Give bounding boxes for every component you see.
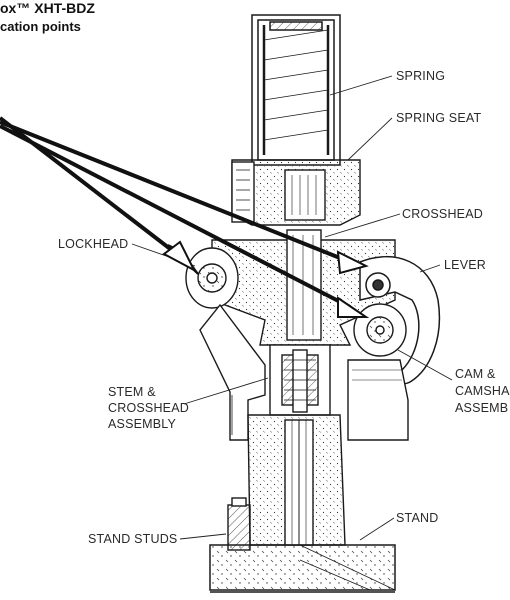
right-housing (347, 359, 409, 441)
label-cam-line1: CAM & (455, 367, 496, 381)
label-lever: LEVER (444, 258, 486, 272)
stem-crosshead-assembly (269, 344, 331, 416)
label-crosshead: CROSSHEAD (402, 207, 483, 221)
label-stand-studs: STAND STUDS (88, 532, 178, 546)
diagram-title: ox™ XHT-BDZ (0, 0, 95, 16)
arrow-to-lever (0, 120, 369, 275)
label-stem-line2: CROSSHEAD (108, 401, 189, 415)
lockhead (185, 247, 239, 309)
stand-studs (227, 497, 251, 551)
spring-seat (231, 159, 361, 226)
label-cam-line2: CAMSHA (455, 384, 510, 398)
label-stem-line3: ASSEMBLY (108, 417, 177, 431)
leader-lines (131, 75, 453, 541)
arrow-to-cam (0, 124, 370, 318)
label-stand: STAND (396, 511, 439, 525)
label-lockhead: LOCKHEAD (58, 237, 129, 251)
diagram-subtitle: cation points (0, 19, 81, 34)
stand-column (247, 414, 346, 546)
lever (359, 255, 441, 385)
label-spring: SPRING (396, 69, 446, 83)
label-cam-line3: ASSEMB (455, 401, 509, 415)
cam-camshaft (353, 303, 407, 357)
callout-arrows (0, 116, 370, 318)
spring-housing (251, 14, 341, 166)
label-stem-line1: STEM & (108, 385, 156, 399)
stand-base (209, 544, 396, 593)
label-spring-seat: SPRING SEAT (396, 111, 482, 125)
